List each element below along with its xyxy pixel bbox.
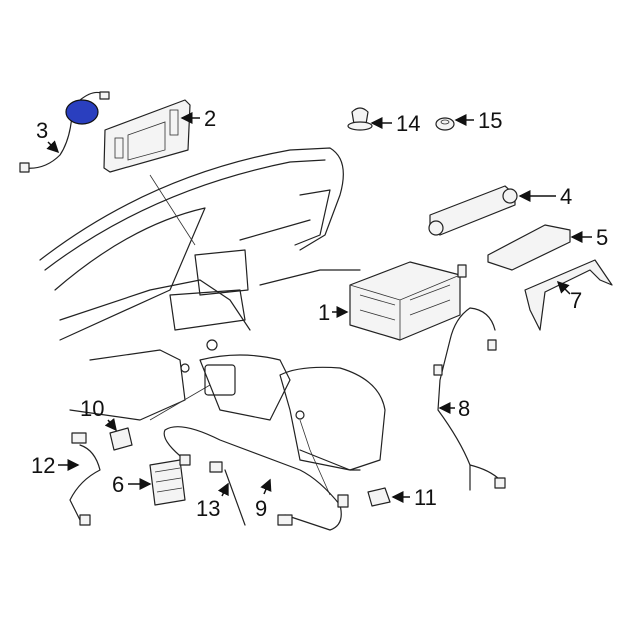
svg-text:4: 4 [560,184,572,209]
part-2-display-bezel [103,99,191,173]
callout-5: 5 [570,225,608,250]
part-7-bracket [524,259,613,331]
part-3-sensor-harness [19,91,110,173]
callout-14: 14 [370,111,420,136]
svg-text:12: 12 [31,453,55,478]
svg-text:3: 3 [36,118,48,143]
part-14-clip [347,107,373,131]
svg-text:6: 6 [112,472,124,497]
part-5-module [487,224,571,271]
svg-text:5: 5 [596,225,608,250]
dashboard-outline [39,147,386,496]
part-9-harness [163,426,349,531]
svg-text:7: 7 [570,288,582,313]
part-15-grommet [435,117,455,131]
svg-text:13: 13 [196,496,220,521]
part-4-control-panel [428,185,518,236]
callout-8: 8 [438,396,470,421]
part-12-harness [69,432,101,526]
svg-text:8: 8 [458,396,470,421]
callout-4: 4 [518,184,572,209]
callout-9: 9 [255,478,272,521]
callout-1: 1 [318,300,349,325]
part-11-connector [367,487,391,507]
svg-text:1: 1 [318,300,330,325]
callout-11: 11 [391,485,437,510]
svg-text:2: 2 [204,106,216,131]
callout-13: 13 [196,482,229,521]
part-10-switch [109,427,133,451]
svg-text:14: 14 [396,111,420,136]
callout-3: 3 [36,118,60,154]
svg-text:9: 9 [255,496,267,521]
part-1-radio-unit [349,261,467,341]
callout-10: 10 [80,396,117,432]
callout-12: 12 [31,453,80,478]
callout-15: 15 [454,108,502,133]
svg-text:10: 10 [80,396,104,421]
callout-6: 6 [112,472,152,497]
svg-text:15: 15 [478,108,502,133]
callout-7: 7 [556,280,582,313]
callout-2: 2 [180,106,216,131]
svg-text:11: 11 [414,485,437,510]
part-8-harness [433,307,506,491]
part-6-control-module [149,459,186,506]
